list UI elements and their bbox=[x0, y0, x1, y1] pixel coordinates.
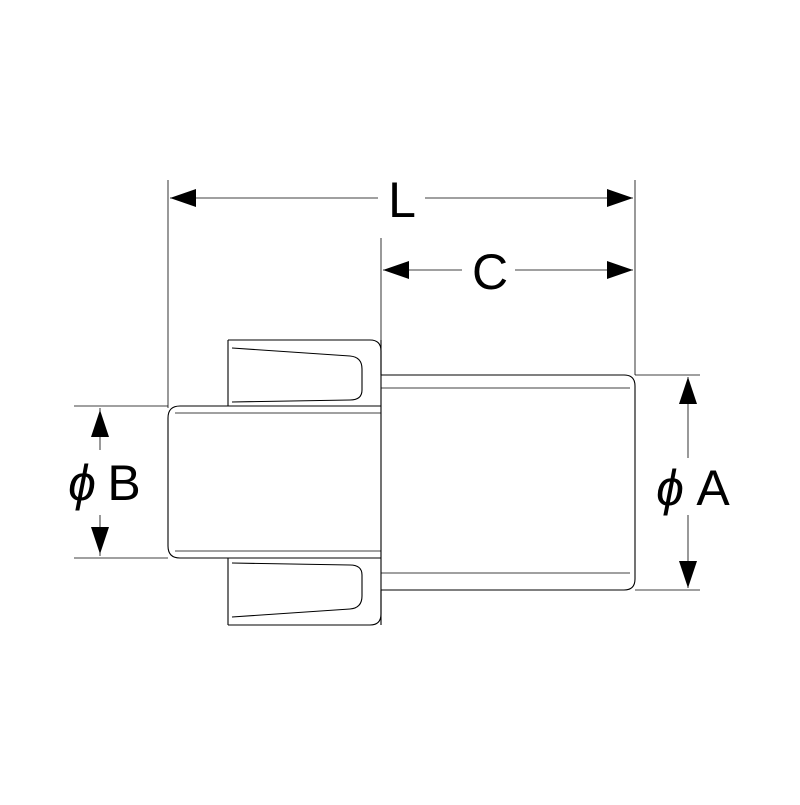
arrowhead-b-bottom bbox=[91, 527, 109, 554]
part-outline bbox=[167, 339, 636, 626]
arrowhead-c-right bbox=[607, 261, 633, 279]
arrowhead-b-top bbox=[91, 410, 109, 437]
arrowhead-a-bottom bbox=[679, 561, 697, 588]
upper-fin-inner bbox=[231, 347, 363, 403]
tube-body-b bbox=[167, 405, 381, 559]
label-phi-a-letter: A bbox=[696, 460, 730, 516]
label-phi-b-symbol: ϕ bbox=[68, 455, 96, 511]
lower-fin-outer bbox=[228, 590, 382, 626]
arrowhead-l-left bbox=[170, 189, 196, 207]
tube-body-a bbox=[381, 374, 636, 591]
upper-fin-outer bbox=[228, 339, 382, 375]
arrowhead-c-left bbox=[383, 261, 409, 279]
arrowhead-l-right bbox=[607, 189, 633, 207]
extension-lines bbox=[74, 180, 700, 591]
label-c: C bbox=[472, 244, 508, 300]
lower-fin-inner bbox=[231, 562, 363, 618]
label-l: L bbox=[388, 172, 416, 228]
dimension-lines bbox=[91, 189, 697, 588]
label-phi-a-symbol: ϕ bbox=[656, 460, 684, 516]
dimension-labels: L C ϕ B ϕ A bbox=[68, 172, 730, 516]
arrowhead-a-top bbox=[679, 377, 697, 404]
label-phi-b-letter: B bbox=[107, 455, 140, 511]
